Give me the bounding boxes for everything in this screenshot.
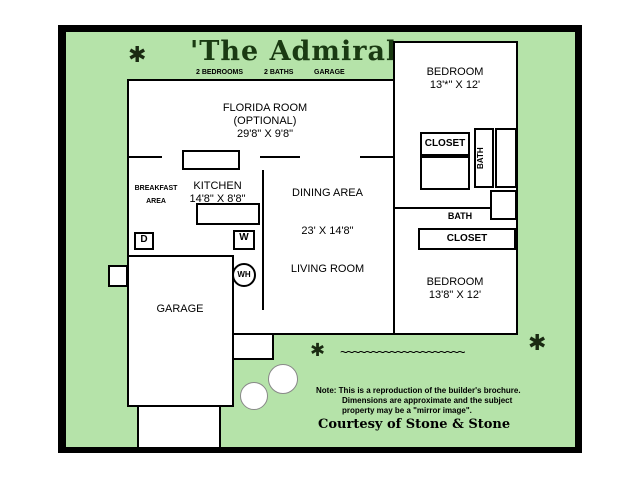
shrub [240,382,268,410]
tub [495,128,517,188]
garage [127,255,234,407]
garage-door-side [108,265,128,287]
stove [196,203,260,225]
water-heater: WH [232,263,256,287]
palm-icon: ✱ [528,330,547,355]
tub2 [490,190,517,220]
breakfast-label: BREAKFAST AREA [134,185,178,205]
bath2: BATH [447,211,473,221]
feature-garage: GARAGE [314,69,345,76]
bath1: BATH [474,128,494,188]
florida-room-label: FLORIDA ROOM(OPTIONAL)29'8" X 9'8" [222,102,308,140]
garage-label: GARAGE [156,303,204,315]
shrub [268,364,298,394]
courtesy: Courtesy of Stone & Stone [318,417,511,432]
dryer: D [134,232,154,250]
plan-title: 'The Admiral [190,36,398,67]
palm-icon: ✱ [128,42,147,67]
feature-bedrooms: 2 BEDROOMS [196,69,244,76]
dining-label: DINING AREA [292,187,363,199]
feature-baths: 2 BATHS [264,69,294,76]
closet1: CLOSET [420,132,470,156]
palm-icon: ✱ [310,340,326,360]
hedge-line: ~~~~~~~~~~~~~~~~~~~~ [340,344,466,360]
driveway [137,405,221,447]
living-dims: 23' X 14'8" [301,225,354,237]
porch [232,333,274,360]
closet2: CLOSET [418,228,516,250]
shower [420,156,470,190]
washer: W [233,230,255,250]
kitchen-counter [182,150,240,170]
living-label: LIVING ROOM [290,263,365,275]
note: Note: This is a reproduction of the buil… [316,386,521,415]
